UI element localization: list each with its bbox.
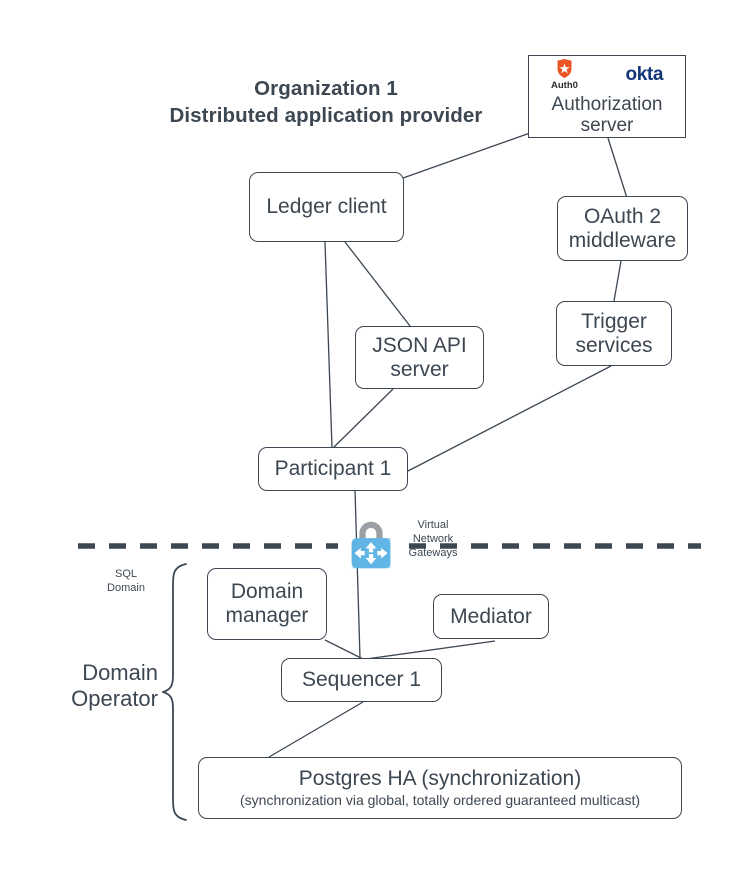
domain-operator-label: Domain Operator (20, 660, 158, 713)
vnet-label-line-2: Network (412, 532, 454, 545)
domain-operator-brace (162, 563, 187, 821)
node-ledger-client[interactable]: Ledger client (249, 172, 404, 242)
title-line-1: Organization 1 (254, 77, 398, 100)
edge-authserver-ledgerclient (402, 132, 531, 179)
domain-operator-line-1: Domain (82, 660, 158, 685)
node-oauth2-middleware[interactable]: OAuth 2 middleware (557, 196, 688, 261)
edge-mediator-sequencer (365, 640, 496, 660)
edge-domainmanager-sequencer (324, 639, 364, 660)
sql-domain-line-1: SQL (114, 568, 137, 580)
mediator-label: Mediator (450, 604, 532, 628)
vnet-gateway-padlock-icon[interactable] (340, 512, 402, 574)
diagram-title: Organization 1 Distributed application p… (150, 75, 502, 130)
edge-ledgerclient-participant (324, 241, 333, 449)
auth-provider-logos: Auth0 okta (529, 56, 685, 93)
node-sequencer-1[interactable]: Sequencer 1 (281, 658, 442, 702)
sql-domain-line-2: Domain (107, 581, 145, 594)
oauth2-middleware-label-line-1: OAuth 2 (583, 204, 662, 228)
vnet-label-line-1: Virtual (417, 519, 449, 531)
edge-oauth2-trigger (613, 260, 622, 302)
oauth2-middleware-label-line-2: middleware (568, 228, 677, 252)
auth0-logo: Auth0 (551, 58, 578, 91)
domain-operator-line-2: Operator (71, 686, 158, 712)
okta-logo: okta (625, 63, 664, 85)
vnet-gateway-label: Virtual Network Gateways (398, 519, 468, 560)
trigger-services-label-line-2: services (575, 333, 653, 357)
domain-manager-label-line-1: Domain (230, 580, 304, 604)
node-postgres-ha[interactable]: Postgres HA (synchronization) (synchroni… (198, 757, 682, 819)
node-trigger-services[interactable]: Trigger services (556, 301, 672, 366)
sql-domain-label: SQL Domain (90, 568, 162, 596)
participant-1-label: Participant 1 (274, 457, 392, 481)
node-json-api-server[interactable]: JSON API server (355, 326, 484, 389)
json-api-server-label-line-1: JSON API (372, 333, 467, 357)
trigger-services-label-line-1: Trigger (581, 309, 647, 333)
postgres-ha-subtitle: (synchronization via global, totally ord… (240, 792, 640, 809)
node-participant-1[interactable]: Participant 1 (258, 447, 408, 491)
node-authorization-server[interactable]: Auth0 okta Authorization server (528, 55, 686, 138)
domain-manager-label-line-2: manager (225, 604, 309, 627)
title-line-2: Distributed application provider (169, 104, 483, 128)
authorization-server-label: Authorization server (551, 93, 663, 137)
postgres-ha-title: Postgres HA (synchronization) (298, 766, 582, 790)
edge-ledgerclient-jsonapi (344, 241, 411, 327)
sequencer-1-label: Sequencer 1 (301, 668, 422, 692)
node-mediator[interactable]: Mediator (433, 594, 549, 639)
auth0-wordmark: Auth0 (551, 80, 578, 92)
edge-sequencer-postgres (268, 701, 364, 758)
edge-authserver-oauth2 (607, 137, 628, 199)
node-domain-manager[interactable]: Domain manager (207, 568, 327, 640)
edge-jsonapi-participant (332, 388, 394, 449)
json-api-server-label-line-2: server (390, 357, 449, 381)
vnet-label-line-3: Gateways (408, 546, 458, 559)
ledger-client-label: Ledger client (266, 195, 387, 219)
auth0-shield-icon (557, 59, 572, 79)
